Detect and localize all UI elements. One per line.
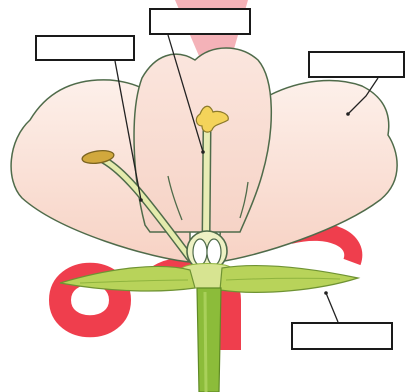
label-box-pistil[interactable] xyxy=(149,8,251,35)
pointer-dot xyxy=(324,291,328,295)
label-box-stamen[interactable] xyxy=(35,35,135,61)
label-box-sepal[interactable] xyxy=(291,322,393,350)
pistil-style-fill xyxy=(206,130,207,240)
leader-line-bottom xyxy=(326,293,338,322)
pointer-dot xyxy=(346,112,350,116)
stem xyxy=(197,288,221,392)
stem-highlight xyxy=(205,292,206,392)
ovule xyxy=(193,239,207,265)
pointer-dot xyxy=(139,198,143,202)
ovule xyxy=(207,239,221,265)
label-box-petal[interactable] xyxy=(308,51,405,78)
pointer-dot xyxy=(201,150,205,154)
